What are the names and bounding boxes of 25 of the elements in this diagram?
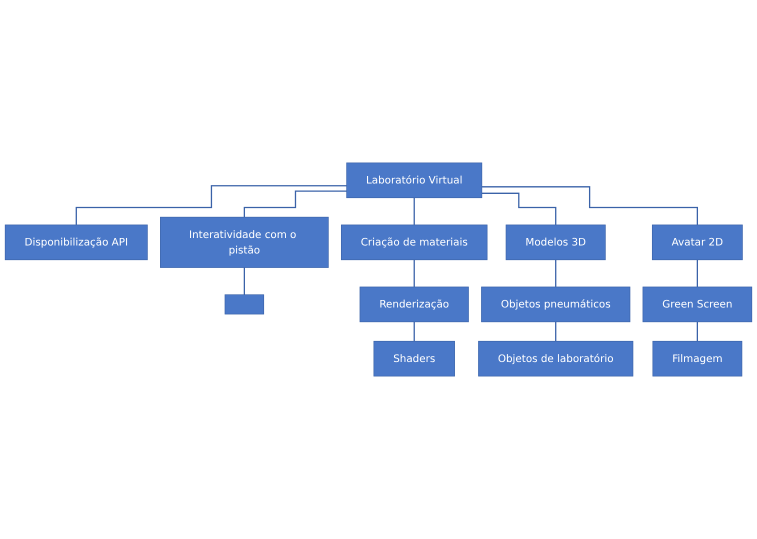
node-box: Renderização — [360, 286, 469, 322]
node-box: Interatividade com o pistão — [160, 216, 329, 268]
node-box: Criação de materiais — [340, 224, 488, 260]
node-box: Filmagem — [652, 340, 742, 376]
connector — [414, 259, 415, 288]
connector — [414, 197, 415, 226]
node-box: Objetos de laboratório — [478, 340, 634, 376]
connector — [696, 321, 698, 342]
node-box: Avatar 2D — [652, 224, 743, 260]
connector — [555, 259, 556, 288]
connector — [244, 266, 246, 296]
node-box: Shaders — [374, 340, 455, 376]
connector — [555, 321, 556, 342]
connector — [244, 190, 347, 218]
connector — [482, 186, 698, 226]
connector — [696, 259, 698, 288]
node-box: Laboratório Virtual — [346, 162, 482, 198]
node-box: Modelos 3D — [506, 224, 606, 260]
connector — [76, 185, 347, 226]
node-box — [224, 294, 264, 314]
node-box: Disponibilização API — [4, 224, 148, 260]
node-box: Objetos pneumáticos — [481, 286, 630, 322]
node-box: Green Screen — [642, 286, 752, 322]
connector — [482, 192, 556, 226]
connector — [414, 321, 415, 342]
